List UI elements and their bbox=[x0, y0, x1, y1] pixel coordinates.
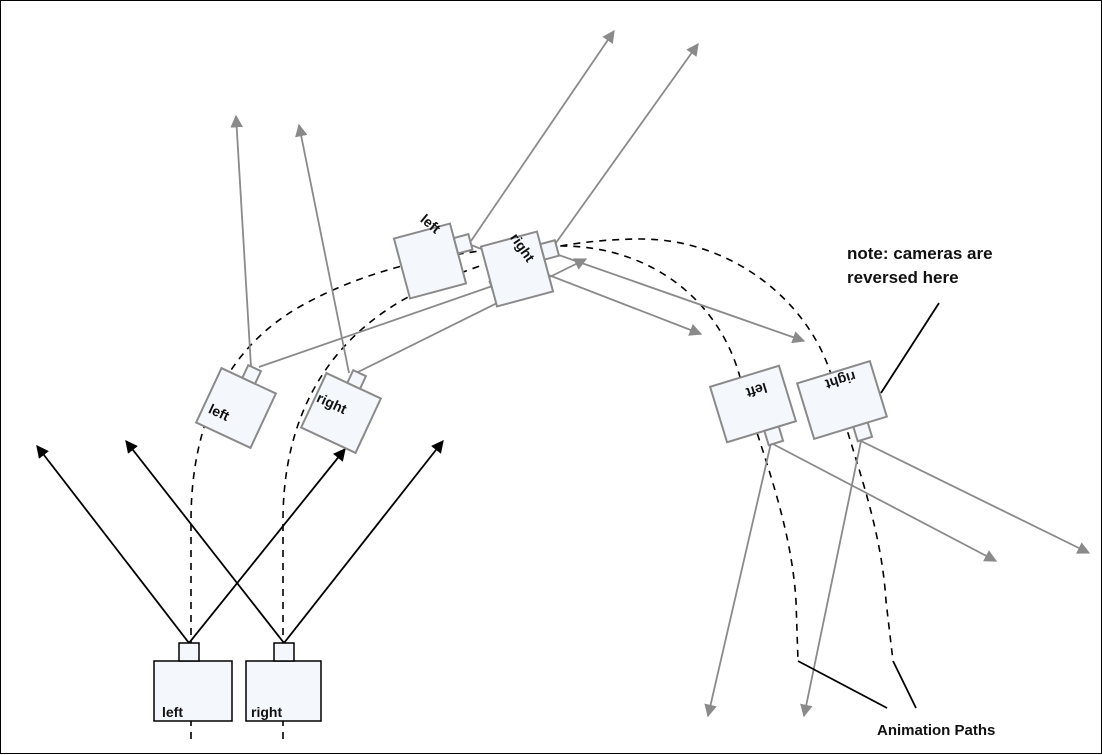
bottom-cameras: left right bbox=[36, 440, 444, 722]
arrow-top-right-up bbox=[552, 42, 699, 248]
animation-paths-annotation: Animation Paths bbox=[797, 660, 995, 739]
top-cameras: left right bbox=[392, 211, 561, 308]
camera-label-reversed-left: left bbox=[744, 380, 769, 402]
arrow-right-cam-right bbox=[283, 440, 444, 644]
arrow-left-cam-right bbox=[188, 448, 346, 644]
note-leader-line bbox=[880, 302, 940, 394]
arrow-tilted-left-right bbox=[258, 280, 503, 368]
note-line-2: reversed here bbox=[847, 268, 959, 287]
camera-reversed-left: left bbox=[708, 364, 798, 447]
arrow-top-right-right bbox=[552, 252, 806, 344]
note-annotation: note: cameras are reversed here bbox=[847, 244, 993, 394]
camera-tilted-right: right bbox=[299, 368, 383, 455]
arrow-right-cam-left bbox=[125, 440, 285, 644]
animation-leader-left bbox=[797, 660, 888, 709]
note-line-1: note: cameras are bbox=[847, 244, 993, 263]
arrow-left-cam-left bbox=[36, 445, 190, 644]
camera-top-right: right bbox=[479, 230, 561, 308]
arrow-reversed-left-down bbox=[704, 442, 772, 718]
arrow-tilted-right-up bbox=[295, 123, 350, 374]
camera-bottom-left: left bbox=[153, 642, 233, 722]
camera-bottom-right: right bbox=[245, 642, 322, 722]
animation-paths bbox=[190, 238, 894, 739]
camera-reversed-right: right bbox=[795, 359, 889, 443]
camera-label-bottom-left: left bbox=[162, 704, 183, 720]
camera-top-left: left bbox=[392, 211, 474, 300]
right-animation-path bbox=[282, 238, 894, 739]
animation-leader-right bbox=[892, 660, 917, 709]
bottom-view-arrows bbox=[36, 440, 444, 644]
arrow-tilted-left-up bbox=[230, 114, 252, 368]
gray-view-arrows bbox=[230, 29, 1091, 718]
reversed-cameras: left right bbox=[708, 359, 889, 447]
camera-tilted-left: left bbox=[194, 363, 278, 450]
arrow-reversed-left-right bbox=[770, 442, 998, 562]
animation-paths-label: Animation Paths bbox=[877, 722, 995, 739]
arrow-reversed-right-down bbox=[800, 440, 862, 718]
arrow-reversed-right-right bbox=[860, 440, 1091, 554]
camera-label-bottom-right: right bbox=[251, 704, 282, 720]
arrow-top-left-up bbox=[470, 29, 615, 242]
tilted-cameras: left right bbox=[194, 363, 383, 455]
